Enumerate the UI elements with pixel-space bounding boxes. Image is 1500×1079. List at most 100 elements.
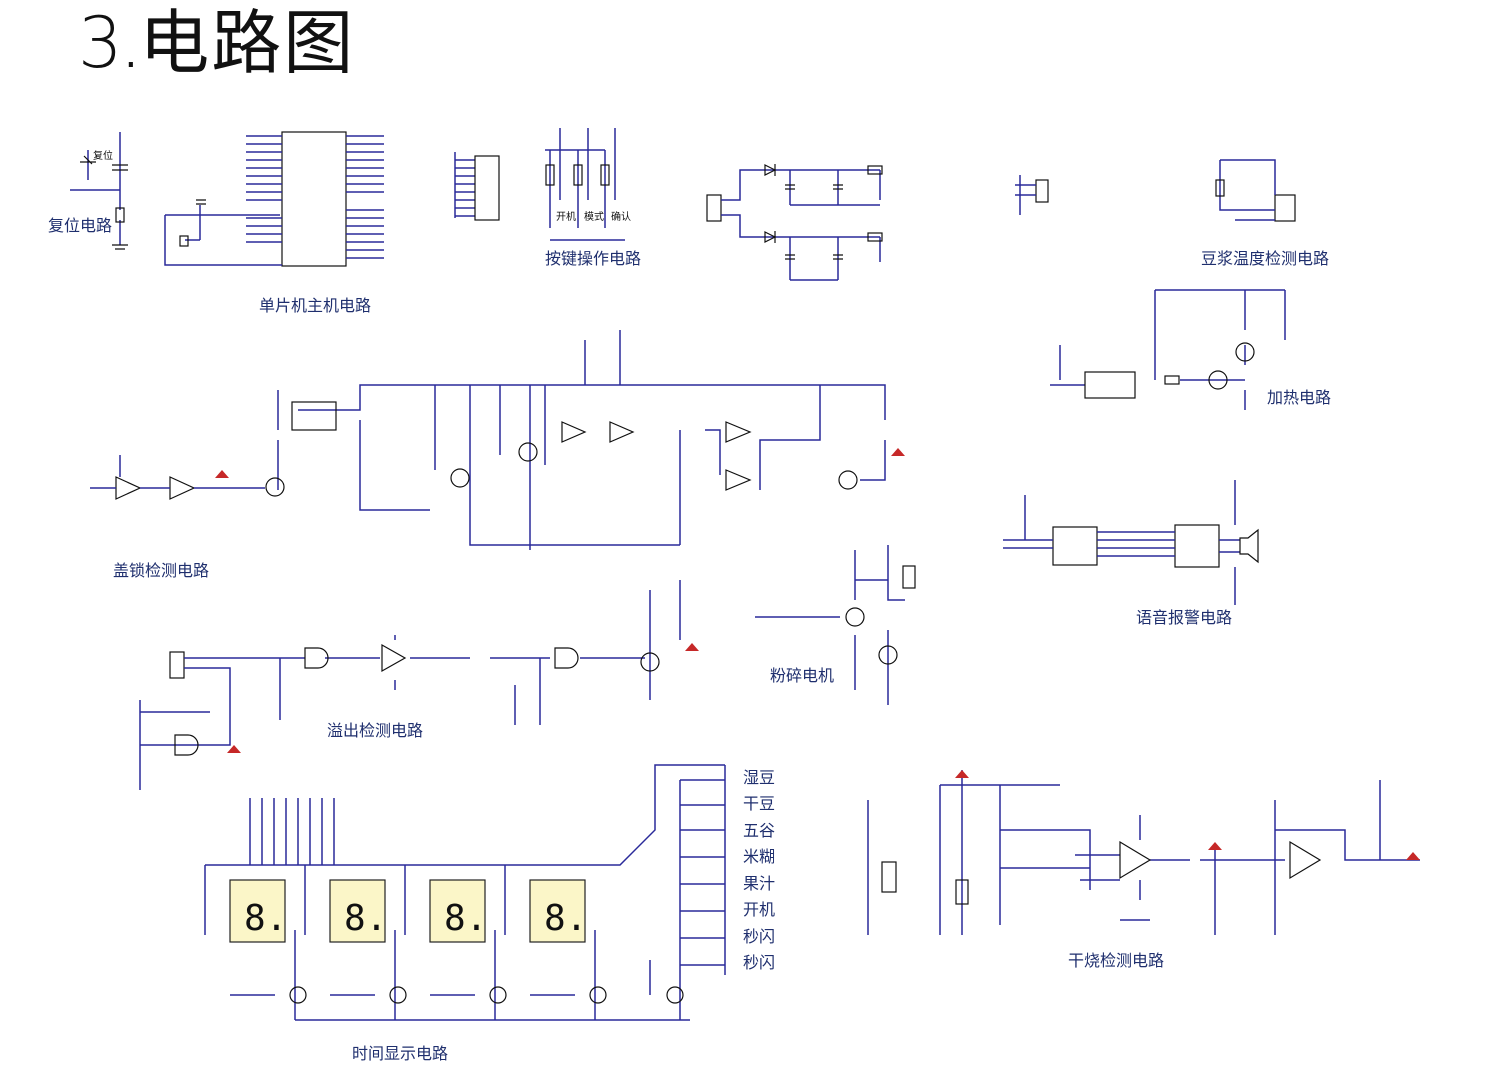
overflow-probe bbox=[169, 651, 185, 679]
dry-burn-opamp-1 bbox=[1119, 840, 1152, 880]
led-label-second-blink-2: 秒闪 bbox=[743, 953, 775, 972]
overflow-circuit: 溢出检测电路 bbox=[139, 580, 699, 790]
voice-ic-u7 bbox=[1174, 524, 1220, 568]
caption-voice: 语音报警电路 bbox=[1136, 608, 1232, 627]
tl431-reference bbox=[881, 861, 897, 893]
digit-3: 8. bbox=[444, 898, 487, 939]
connector-p1 bbox=[1015, 175, 1049, 215]
caption-dry-burn: 干烧检测电路 bbox=[1068, 951, 1164, 970]
transistor-vt7 bbox=[1208, 370, 1228, 390]
digit-4: 8. bbox=[544, 898, 587, 939]
resistor-r6 bbox=[867, 232, 883, 242]
seven-seg-display-2: 8. bbox=[329, 879, 387, 943]
led-label-power-on: 开机 bbox=[743, 900, 775, 919]
led-label-rice-paste: 米糊 bbox=[743, 847, 775, 866]
led-label-second-blink-1: 秒闪 bbox=[743, 927, 775, 946]
key-resistor-3 bbox=[600, 164, 610, 186]
tp2-flag bbox=[215, 470, 229, 478]
key-resistor-1 bbox=[545, 164, 555, 186]
tp4-flag bbox=[891, 448, 905, 456]
mode-led-list: 湿豆 干豆 五谷 米糊 果汁 开机 秒闪 秒闪 bbox=[743, 768, 775, 972]
seven-seg-display-4: 8. bbox=[529, 879, 587, 943]
thermistor-pt100 bbox=[955, 879, 969, 905]
power-supply bbox=[706, 164, 883, 281]
caption-overflow: 溢出检测电路 bbox=[327, 721, 423, 740]
seven-seg-display-3: 8. bbox=[429, 879, 487, 943]
reset-button-label: 复位 bbox=[93, 149, 113, 162]
caption-mcu: 单片机主机电路 bbox=[259, 296, 371, 315]
resistor-network bbox=[474, 155, 500, 221]
overflow-nand-2 bbox=[554, 647, 579, 669]
transistor-vt9 bbox=[845, 607, 865, 627]
time-display-circuit: 8. 8. 8. 8. 湿豆 干豆 五谷 米糊 果汁 开机 秒闪 秒闪 时 bbox=[204, 764, 775, 1063]
reset-ground bbox=[112, 244, 128, 250]
voice-circuit: 语音报警电路 bbox=[1003, 480, 1259, 627]
caption-heating: 加热电路 bbox=[1267, 388, 1331, 407]
led-label-grains: 五谷 bbox=[743, 821, 775, 840]
overflow-nand-3 bbox=[174, 734, 199, 756]
overflow-flags bbox=[227, 643, 699, 753]
connector-body bbox=[1035, 179, 1049, 203]
caption-soy-temp: 豆浆温度检测电路 bbox=[1201, 249, 1329, 268]
soy-temp-circuit: 豆浆温度检测电路 bbox=[1201, 159, 1329, 268]
dry-burn-flags bbox=[955, 770, 1420, 860]
digit-1: 8. bbox=[244, 898, 287, 939]
mcu-circuit: 单片机主机电路 bbox=[164, 131, 384, 315]
lid-optocoupler bbox=[291, 401, 337, 431]
key-circuit: 开机 模式 确认 按键操作电路 bbox=[545, 128, 641, 268]
caption-reset: 复位电路 bbox=[48, 216, 112, 235]
title-dot: . bbox=[124, 31, 140, 77]
led-label-dry-beans: 干豆 bbox=[743, 794, 775, 813]
resistor-r34 bbox=[1164, 375, 1180, 385]
overflow-comparator bbox=[381, 643, 407, 673]
temp-sensor bbox=[1274, 194, 1296, 222]
voice-ic-u5 bbox=[1052, 526, 1098, 566]
motor-connector bbox=[902, 565, 916, 589]
transistor-vt8 bbox=[265, 477, 285, 497]
mcu-ground bbox=[196, 199, 206, 205]
key-start-label: 开机 bbox=[556, 210, 576, 223]
caption-time-display: 时间显示电路 bbox=[352, 1044, 448, 1063]
temp-pullup-resistor bbox=[1215, 179, 1225, 197]
key-confirm-label: 确认 bbox=[611, 210, 631, 223]
transistor-vt5 bbox=[640, 652, 660, 672]
diode-1 bbox=[764, 164, 777, 176]
transistor-vt2 bbox=[450, 468, 470, 488]
reset-button-symbol bbox=[80, 155, 96, 165]
title-number: 3 bbox=[78, 2, 125, 84]
seven-seg-display-1: 8. bbox=[229, 879, 287, 943]
lid-detect-circuit: 盖锁检测电路 bbox=[90, 330, 905, 580]
transistor-vt6 bbox=[1235, 342, 1255, 362]
dry-burn-circuit: 干烧检测电路 bbox=[867, 770, 1420, 970]
lid-buffers bbox=[561, 421, 752, 491]
transistor-vt15 bbox=[666, 986, 684, 1004]
mcu-chip bbox=[281, 131, 347, 267]
speaker-icon bbox=[1239, 528, 1259, 564]
resistor-r1 bbox=[867, 165, 883, 175]
crystal bbox=[179, 235, 189, 247]
caption-grinder: 粉碎电机 bbox=[770, 666, 834, 685]
transistor-vt10 bbox=[878, 645, 898, 665]
transistor-vt1 bbox=[518, 442, 538, 462]
dry-burn-opamp-2 bbox=[1289, 840, 1322, 880]
transistor-vt11 bbox=[289, 986, 307, 1004]
led-label-wet-beans: 湿豆 bbox=[743, 768, 775, 787]
caption-lid: 盖锁检测电路 bbox=[113, 561, 209, 580]
heating-circuit: 加热电路 bbox=[1050, 289, 1331, 410]
diode-2 bbox=[764, 231, 777, 243]
reset-capacitor bbox=[112, 164, 128, 171]
transistor-vt13 bbox=[489, 986, 507, 1004]
optocoupler bbox=[1084, 371, 1136, 399]
supply-capacitors bbox=[785, 184, 843, 260]
transistor-vt12 bbox=[389, 986, 407, 1004]
transistor-vt3 bbox=[838, 470, 858, 490]
power-connector bbox=[706, 194, 722, 222]
overflow-nand-1 bbox=[304, 647, 329, 669]
page-title: 3.电路图 bbox=[78, 8, 355, 78]
key-mode-label: 模式 bbox=[584, 210, 604, 223]
grinder-circuit: 粉碎电机 bbox=[755, 545, 916, 705]
caption-keys: 按键操作电路 bbox=[545, 249, 641, 268]
key-resistor-2 bbox=[573, 164, 583, 186]
led-label-juice: 果汁 bbox=[743, 874, 775, 893]
